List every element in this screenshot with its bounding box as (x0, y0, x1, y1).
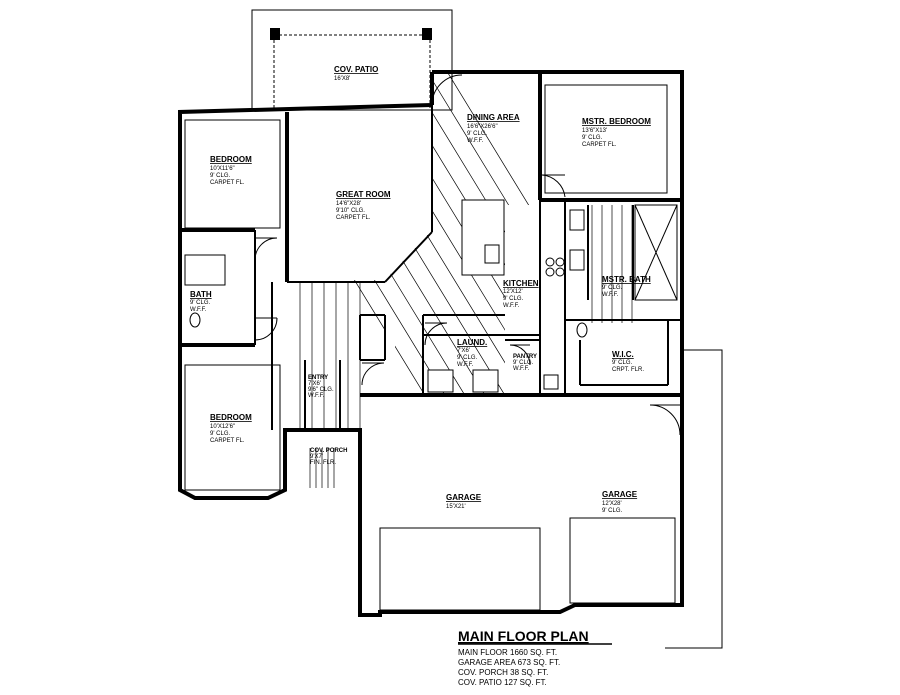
svg-text:9'10" CLG.: 9'10" CLG. (336, 208, 365, 214)
door-swings (254, 74, 681, 436)
area-line: GARAGE AREA 673 SQ. FT. (458, 658, 560, 667)
label-dining-area: DINING AREA 16'6"X26'6" 9' CLG. W.F.F. (467, 113, 520, 144)
svg-text:GARAGE: GARAGE (602, 490, 638, 499)
svg-text:PANTRY: PANTRY (513, 354, 537, 360)
svg-text:9' CLG.: 9' CLG. (457, 355, 477, 361)
svg-text:9' CLG.: 9' CLG. (612, 360, 632, 366)
area-line: COV. PORCH 38 SQ. FT. (458, 668, 548, 677)
svg-text:GARAGE: GARAGE (446, 493, 482, 502)
svg-text:9' CLG.: 9' CLG. (210, 173, 230, 179)
svg-text:12'X12': 12'X12' (503, 289, 523, 295)
label-great-room: GREAT ROOM 14'6"X28' 9'10" CLG. CARPET F… (336, 190, 391, 221)
svg-text:COV. PORCH: COV. PORCH (310, 448, 347, 454)
plan-title-block: MAIN FLOOR PLAN MAIN FLOOR 1660 SQ. FT. … (458, 628, 612, 687)
label-garage-left: GARAGE 15'X21' (446, 493, 482, 510)
svg-text:9' CLG.: 9' CLG. (582, 135, 602, 141)
dryer-icon (472, 369, 499, 393)
svg-text:9' CLG.: 9' CLG. (602, 508, 622, 514)
patio-post (270, 28, 280, 40)
svg-text:9' CLG.: 9' CLG. (210, 431, 230, 437)
sink-icon (569, 209, 585, 231)
svg-text:9' CLG.: 9' CLG. (602, 285, 622, 291)
svg-text:9' CLG.: 9' CLG. (503, 296, 523, 302)
bathtub-icon (184, 254, 226, 286)
svg-text:W.F.F.: W.F.F. (308, 393, 325, 399)
svg-text:LAUND.: LAUND. (457, 338, 487, 347)
label-cov-porch: COV. PORCH 9'X7' FIN. FLR. (310, 448, 347, 466)
svg-text:W.F.F.: W.F.F. (513, 366, 530, 372)
room-outlines (184, 84, 723, 649)
svg-text:9' CLG.: 9' CLG. (190, 300, 210, 306)
sink-icon (484, 244, 500, 264)
svg-text:BATH: BATH (190, 290, 212, 299)
label-entry: ENTRY 7'X6' 9'6" CLG. W.F.F. (308, 375, 334, 399)
label-kitchen: KITCHEN 12'X12' 9' CLG. W.F.F. (503, 279, 539, 309)
svg-text:7'X6': 7'X6' (457, 348, 470, 354)
svg-text:CARPET FL.: CARPET FL. (210, 438, 245, 444)
svg-text:CARPET FL.: CARPET FL. (336, 215, 371, 221)
svg-text:CARPET FL.: CARPET FL. (582, 142, 617, 148)
range-burner-icon (545, 267, 555, 277)
svg-text:7'X6': 7'X6' (308, 381, 321, 387)
svg-text:W.F.F.: W.F.F. (503, 303, 520, 309)
svg-text:CRPT. FLR.: CRPT. FLR. (612, 367, 644, 373)
fixtures (184, 199, 588, 393)
water-heater-icon (543, 374, 559, 390)
label-garage-right: GARAGE 12'X28' 9' CLG. (602, 490, 638, 514)
svg-text:MSTR. BATH: MSTR. BATH (602, 275, 651, 284)
svg-text:16'X8': 16'X8' (334, 76, 350, 82)
svg-text:DINING AREA: DINING AREA (467, 113, 520, 122)
label-laund: LAUND. 7'X6' 9' CLG. W.F.F. (457, 338, 487, 368)
label-mstr-bedroom: MSTR. BEDROOM 13'6"X13' 9' CLG. CARPET F… (582, 117, 651, 148)
svg-text:KITCHEN: KITCHEN (503, 279, 539, 288)
area-line: MAIN FLOOR 1660 SQ. FT. (458, 648, 557, 657)
label-bedroom-top: BEDROOM 10'X11'6" 9' CLG. CARPET FL. (210, 155, 252, 186)
sink-icon (569, 249, 585, 271)
svg-text:16'6"X26'6": 16'6"X26'6" (467, 124, 498, 130)
label-cov-patio: COV. PATIO 16'X8' (334, 65, 378, 82)
svg-text:BEDROOM: BEDROOM (210, 413, 252, 422)
svg-text:W.F.F.: W.F.F. (602, 292, 619, 298)
svg-text:10'X12'6": 10'X12'6" (210, 424, 235, 430)
label-mstr-bath: MSTR. BATH 9' CLG. W.F.F. (602, 275, 651, 298)
room-labels: COV. PATIO 16'X8' GREAT ROOM 14'6"X28' 9… (190, 65, 651, 514)
label-bedroom-bottom: BEDROOM 10'X12'6" 9' CLG. CARPET FL. (210, 413, 252, 444)
svg-text:BEDROOM: BEDROOM (210, 155, 252, 164)
toilet-icon (189, 312, 201, 328)
kitchen-island (461, 199, 505, 276)
svg-text:CARPET FL.: CARPET FL. (210, 180, 245, 186)
svg-text:9'X7': 9'X7' (310, 454, 323, 460)
range-burner-icon (555, 267, 565, 277)
svg-text:COV. PATIO: COV. PATIO (334, 65, 378, 74)
svg-text:W.F.F.: W.F.F. (467, 138, 484, 144)
washer-icon (427, 369, 454, 393)
toilet-icon (576, 322, 588, 338)
area-line: COV. PATIO 127 SQ. FT. (458, 678, 547, 687)
svg-text:W.F.F.: W.F.F. (457, 362, 474, 368)
svg-text:W.F.F.: W.F.F. (190, 307, 207, 313)
svg-text:W.I.C.: W.I.C. (612, 350, 634, 359)
svg-text:9'6" CLG.: 9'6" CLG. (308, 387, 334, 393)
svg-text:MSTR. BEDROOM: MSTR. BEDROOM (582, 117, 651, 126)
svg-text:15'X21': 15'X21' (446, 504, 466, 510)
svg-text:10'X11'6": 10'X11'6" (210, 166, 235, 172)
svg-text:12'X28': 12'X28' (602, 501, 622, 507)
svg-text:GREAT ROOM: GREAT ROOM (336, 190, 391, 199)
svg-text:13'6"X13': 13'6"X13' (582, 128, 607, 134)
covered-patio (251, 9, 453, 111)
svg-text:9' CLG.: 9' CLG. (513, 360, 533, 366)
interior-walls (180, 72, 682, 430)
svg-text:ENTRY: ENTRY (308, 375, 328, 381)
svg-text:9' CLG.: 9' CLG. (467, 131, 487, 137)
label-pantry: PANTRY 9' CLG. W.F.F. (513, 354, 537, 372)
range-burner-icon (555, 257, 565, 267)
range-burner-icon (545, 257, 555, 267)
patio-post (422, 28, 432, 40)
svg-text:FIN. FLR.: FIN. FLR. (310, 460, 336, 466)
plan-title: MAIN FLOOR PLAN (458, 628, 589, 644)
label-wic: W.I.C. 9' CLG. CRPT. FLR. (612, 350, 644, 373)
svg-text:14'6"X28': 14'6"X28' (336, 201, 361, 207)
label-bath: BATH 9' CLG. W.F.F. (190, 290, 212, 313)
